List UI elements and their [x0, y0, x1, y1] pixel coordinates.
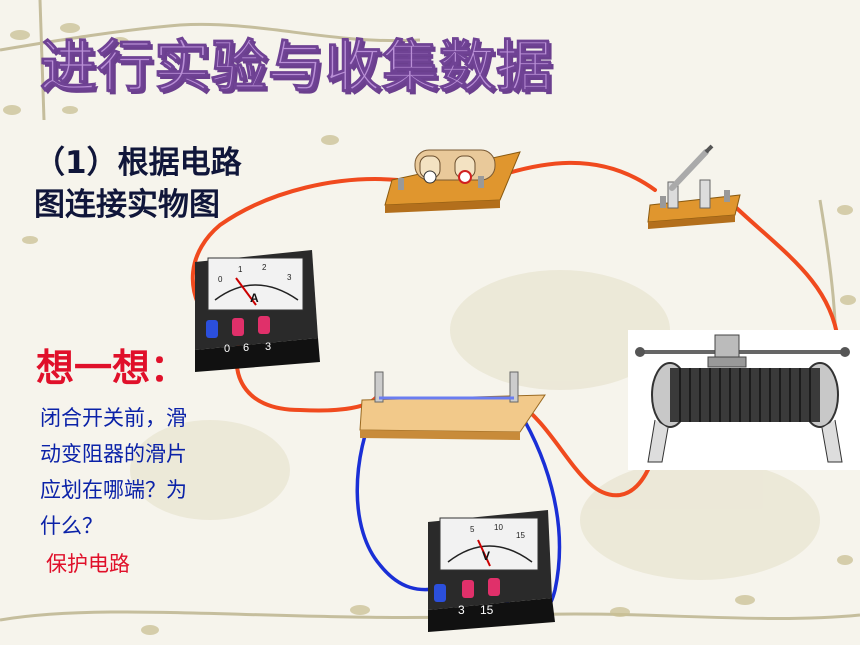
leaf-decoration — [3, 23, 856, 635]
rheostat[interactable] — [628, 330, 860, 470]
ammeter-terminal-6: 6 — [243, 342, 249, 354]
question-line: 应划在哪端？为 — [40, 478, 187, 502]
ammeter-terminal-3: 3 — [265, 341, 271, 353]
voltmeter-terminal-3: 3 — [458, 603, 465, 617]
question-line: 动变阻器的滑片 — [40, 442, 187, 466]
question-line: 什么？ — [40, 514, 103, 538]
voltmeter[interactable]: V 5 10 15 3 15 — [428, 510, 555, 632]
wire-ammeter-to-bulbs — [190, 177, 400, 332]
voltmeter-terminal-15: 15 — [480, 603, 494, 617]
think-question: 闭合开关前，滑 动变阻器的滑片 应划在哪端？为 什么？ — [40, 400, 250, 544]
step-line-2: 图连接实物图 — [34, 187, 220, 223]
voltmeter-dial-letter: V — [482, 549, 490, 563]
voltmeter-scale-15: 15 — [516, 531, 525, 540]
ammeter-scale-0: 0 — [218, 275, 223, 284]
ammeter-dial-letter: A — [250, 291, 259, 305]
step-instruction: （1）根据电路 图连接实物图 — [34, 142, 294, 226]
ammeter-terminal-0: 0 — [224, 343, 230, 355]
lamp-board[interactable] — [384, 149, 521, 213]
step-line-1: （1）根据电路 — [34, 145, 242, 181]
ammeter-scale-2: 2 — [262, 263, 267, 272]
page-title: 进行实验与收集数据 — [40, 35, 553, 101]
ammeter-scale-1: 1 — [238, 265, 243, 274]
ammeter[interactable]: A 0 1 2 3 0 6 3 — [195, 250, 320, 372]
question-line: 闭合开关前，滑 — [40, 406, 187, 430]
background-foliage — [130, 270, 820, 580]
voltmeter-scale-5: 5 — [470, 525, 475, 534]
ammeter-scale-3: 3 — [287, 273, 292, 282]
wire-voltmeter-left — [355, 398, 442, 592]
think-heading: 想一想： — [36, 346, 189, 390]
voltmeter-scale-10: 10 — [494, 523, 503, 532]
resistance-wire-board[interactable] — [359, 371, 546, 440]
think-answer: 保护电路 — [46, 552, 130, 576]
knife-switch[interactable] — [647, 144, 741, 229]
